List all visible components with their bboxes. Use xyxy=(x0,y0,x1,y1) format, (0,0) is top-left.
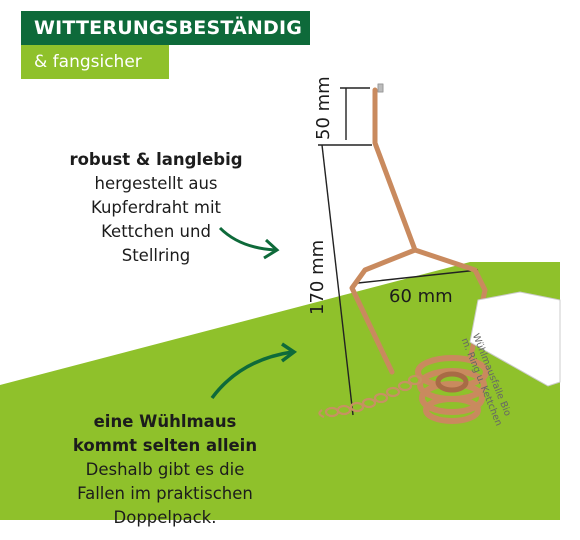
green-field xyxy=(0,262,560,520)
feature-heading: eine Wühlmaus xyxy=(93,412,237,431)
feature-line: Deshalb gibt es die xyxy=(85,460,245,479)
feature-line: hergestellt aus xyxy=(94,174,218,193)
feature-line: Kupferdraht mit xyxy=(90,198,222,217)
dimension-height-label: 170 mm xyxy=(307,239,328,315)
feature-heading: robust & langlebig xyxy=(69,150,243,169)
feature-doppelpack: eine Wühlmaus kommt selten allein Deshal… xyxy=(6,410,324,530)
feature-line: Stellring xyxy=(121,246,191,265)
dimension-top-label: 50 mm xyxy=(313,76,334,140)
feature-heading: kommt selten allein xyxy=(72,436,258,455)
dimension-width-label: 60 mm xyxy=(389,286,453,307)
arrow-head-icon xyxy=(280,342,298,363)
arrow-icon xyxy=(210,350,293,400)
feature-robust: robust & langlebig hergestellt aus Kupfe… xyxy=(40,148,272,268)
chain-image xyxy=(318,374,423,419)
arrow-head-icon xyxy=(263,238,280,260)
feature-line: Fallen im praktischen xyxy=(77,484,253,503)
feature-line: Doppelpack. xyxy=(113,508,217,527)
feature-line: Kettchen und xyxy=(101,222,211,241)
dimension-lines xyxy=(318,87,479,416)
arrow-icon xyxy=(218,226,276,252)
page-title: WITTERUNGSBESTÄNDIG xyxy=(21,11,310,45)
page-subtitle: & fangsicher xyxy=(21,45,169,79)
label-tag xyxy=(469,291,561,387)
